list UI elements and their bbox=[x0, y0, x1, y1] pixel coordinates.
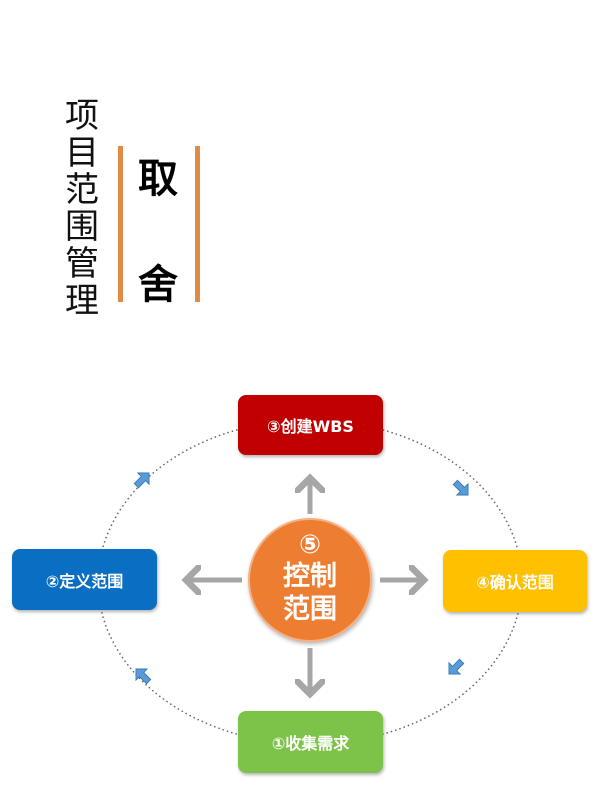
step-label: ①收集需求 bbox=[271, 734, 350, 753]
step-label: ②定义范围 bbox=[45, 571, 124, 591]
motto-top: 取 bbox=[138, 156, 178, 202]
title-char: 范 bbox=[65, 170, 99, 210]
title-char: 目 bbox=[65, 133, 99, 173]
title-char: 项 bbox=[65, 96, 99, 136]
title-char: 管 bbox=[65, 244, 99, 284]
center-label-line2: 范围 bbox=[283, 594, 337, 625]
cycle-arrow-down-right-icon bbox=[452, 479, 469, 496]
step-define-scope: ②定义范围 bbox=[12, 549, 157, 610]
step-collect-requirements: ①收集需求 bbox=[238, 711, 383, 773]
step-create-wbs: ③创建WBS bbox=[238, 395, 383, 455]
center-label-line1: 控制 bbox=[283, 561, 337, 592]
step-validate-scope: ④确认范围 bbox=[443, 550, 587, 612]
center-control-scope: ⑤ 控制 范围 bbox=[248, 518, 372, 642]
vertical-title: 项 目 范 围 管 理 bbox=[62, 98, 102, 320]
title-char: 围 bbox=[65, 207, 99, 247]
cycle-arrow-up-right-icon bbox=[133, 472, 150, 489]
step-label: ③创建WBS bbox=[267, 417, 354, 436]
cycle-arrow-down-left-icon bbox=[448, 658, 465, 675]
cycle-arrow-up-left-icon bbox=[135, 668, 152, 685]
center-number: ⑤ bbox=[298, 530, 321, 560]
step-label: ④确认范围 bbox=[476, 573, 554, 592]
right-divider-bar bbox=[195, 146, 200, 302]
left-divider-bar bbox=[118, 146, 123, 302]
title-char: 理 bbox=[65, 281, 99, 321]
motto-bottom: 舍 bbox=[138, 262, 178, 308]
